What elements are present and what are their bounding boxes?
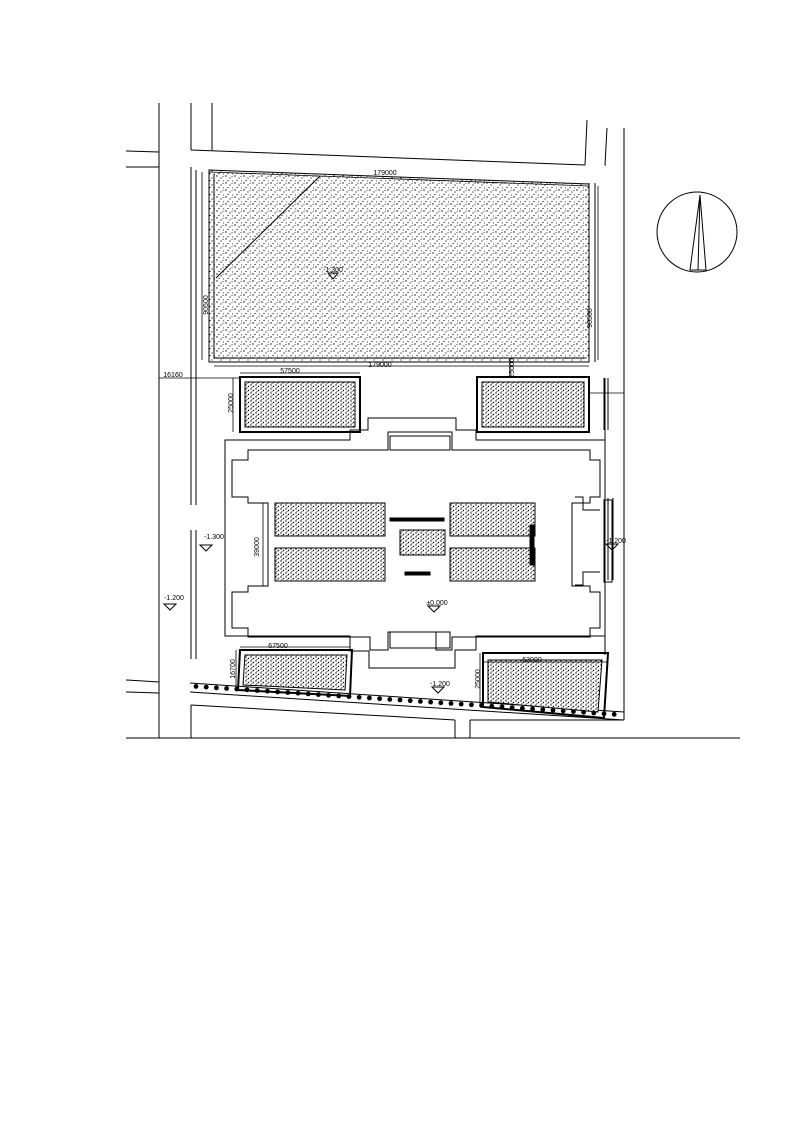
elevation-markers (162, 272, 620, 694)
tree-dot (571, 709, 576, 714)
tree-dot (305, 691, 311, 697)
tree-dot (275, 689, 280, 695)
elev-bottom-street: -1.200 (430, 681, 450, 688)
tree-dot (265, 688, 270, 694)
tree-dot (407, 698, 413, 704)
tree-dot (254, 688, 260, 693)
dim-top-width-lower: 179000 (368, 362, 391, 369)
tree-dot (214, 685, 219, 691)
tree-dot (367, 695, 372, 701)
tree-dot (520, 705, 525, 711)
tree-dot (244, 687, 250, 693)
tree-dot (346, 694, 352, 699)
tree-dot (336, 693, 342, 699)
bottom-right-planter (482, 652, 610, 720)
dimension-lines (159, 171, 624, 705)
tree-dot (611, 711, 617, 717)
tree-dot (224, 686, 230, 691)
tree-dot (193, 684, 199, 689)
elev-left-road: -1.200 (164, 595, 184, 602)
tree-dot (581, 709, 586, 715)
building-plinth (224, 417, 606, 669)
tree-dot (448, 701, 454, 706)
dim-bottom-left-height: 16700 (230, 659, 237, 679)
tree-dot (387, 697, 393, 702)
dim-mid-left-width: 57500 (280, 368, 300, 375)
tree-dot (428, 699, 433, 705)
mid-left-planter (239, 376, 361, 433)
tree-dot (285, 690, 291, 695)
tree-dot (469, 702, 474, 708)
tree-dot (499, 704, 505, 710)
tree-dot (509, 705, 515, 710)
tree-dot (397, 697, 403, 703)
dim-mid-left-height: 25000 (228, 393, 235, 413)
dim-top-height-left: 90500 (203, 295, 210, 315)
mid-right-planter (476, 376, 590, 433)
tree-dot (479, 703, 484, 708)
elev-building: ±0.000 (426, 600, 447, 607)
tree-dot (591, 710, 597, 716)
tree-dot (326, 692, 331, 698)
tree-dots (193, 684, 617, 717)
tree-dot (550, 707, 556, 713)
tree-dot (295, 690, 301, 696)
tree-dot (458, 701, 464, 707)
dim-bottom-right-height: 25000 (475, 669, 482, 689)
top-lawn-block (208, 169, 590, 363)
tree-dot (203, 684, 209, 690)
tree-dot (418, 699, 423, 704)
dim-bottom-left-width: 67500 (268, 643, 288, 650)
tree-dot (234, 686, 240, 692)
elev-right-street: -1.200 (606, 538, 626, 545)
tree-dot (489, 703, 495, 709)
tree-dot (316, 692, 321, 697)
elev-left-street: -1.300 (204, 534, 224, 541)
tree-dot (601, 711, 607, 717)
tree-dot (438, 700, 444, 706)
bottom-left-planter (236, 649, 354, 698)
dim-road-offset: 16160 (163, 372, 183, 379)
building-main (231, 431, 613, 651)
tree-dot (560, 708, 566, 714)
dim-courtyard-height: 39000 (254, 537, 261, 557)
tree-dot (540, 707, 546, 712)
north-arrow-icon (656, 191, 738, 273)
dim-top-height-right: 90500 (587, 308, 594, 328)
tree-dot (356, 694, 362, 700)
tree-dot (530, 706, 535, 712)
dim-bottom-right-width: 63000 (522, 657, 542, 664)
dim-mid-right-height: 25000 (509, 358, 516, 378)
tree-dot (377, 696, 382, 702)
elev-top-lawn: -1.300 (323, 267, 343, 274)
dim-top-width-upper: 179000 (373, 170, 396, 177)
